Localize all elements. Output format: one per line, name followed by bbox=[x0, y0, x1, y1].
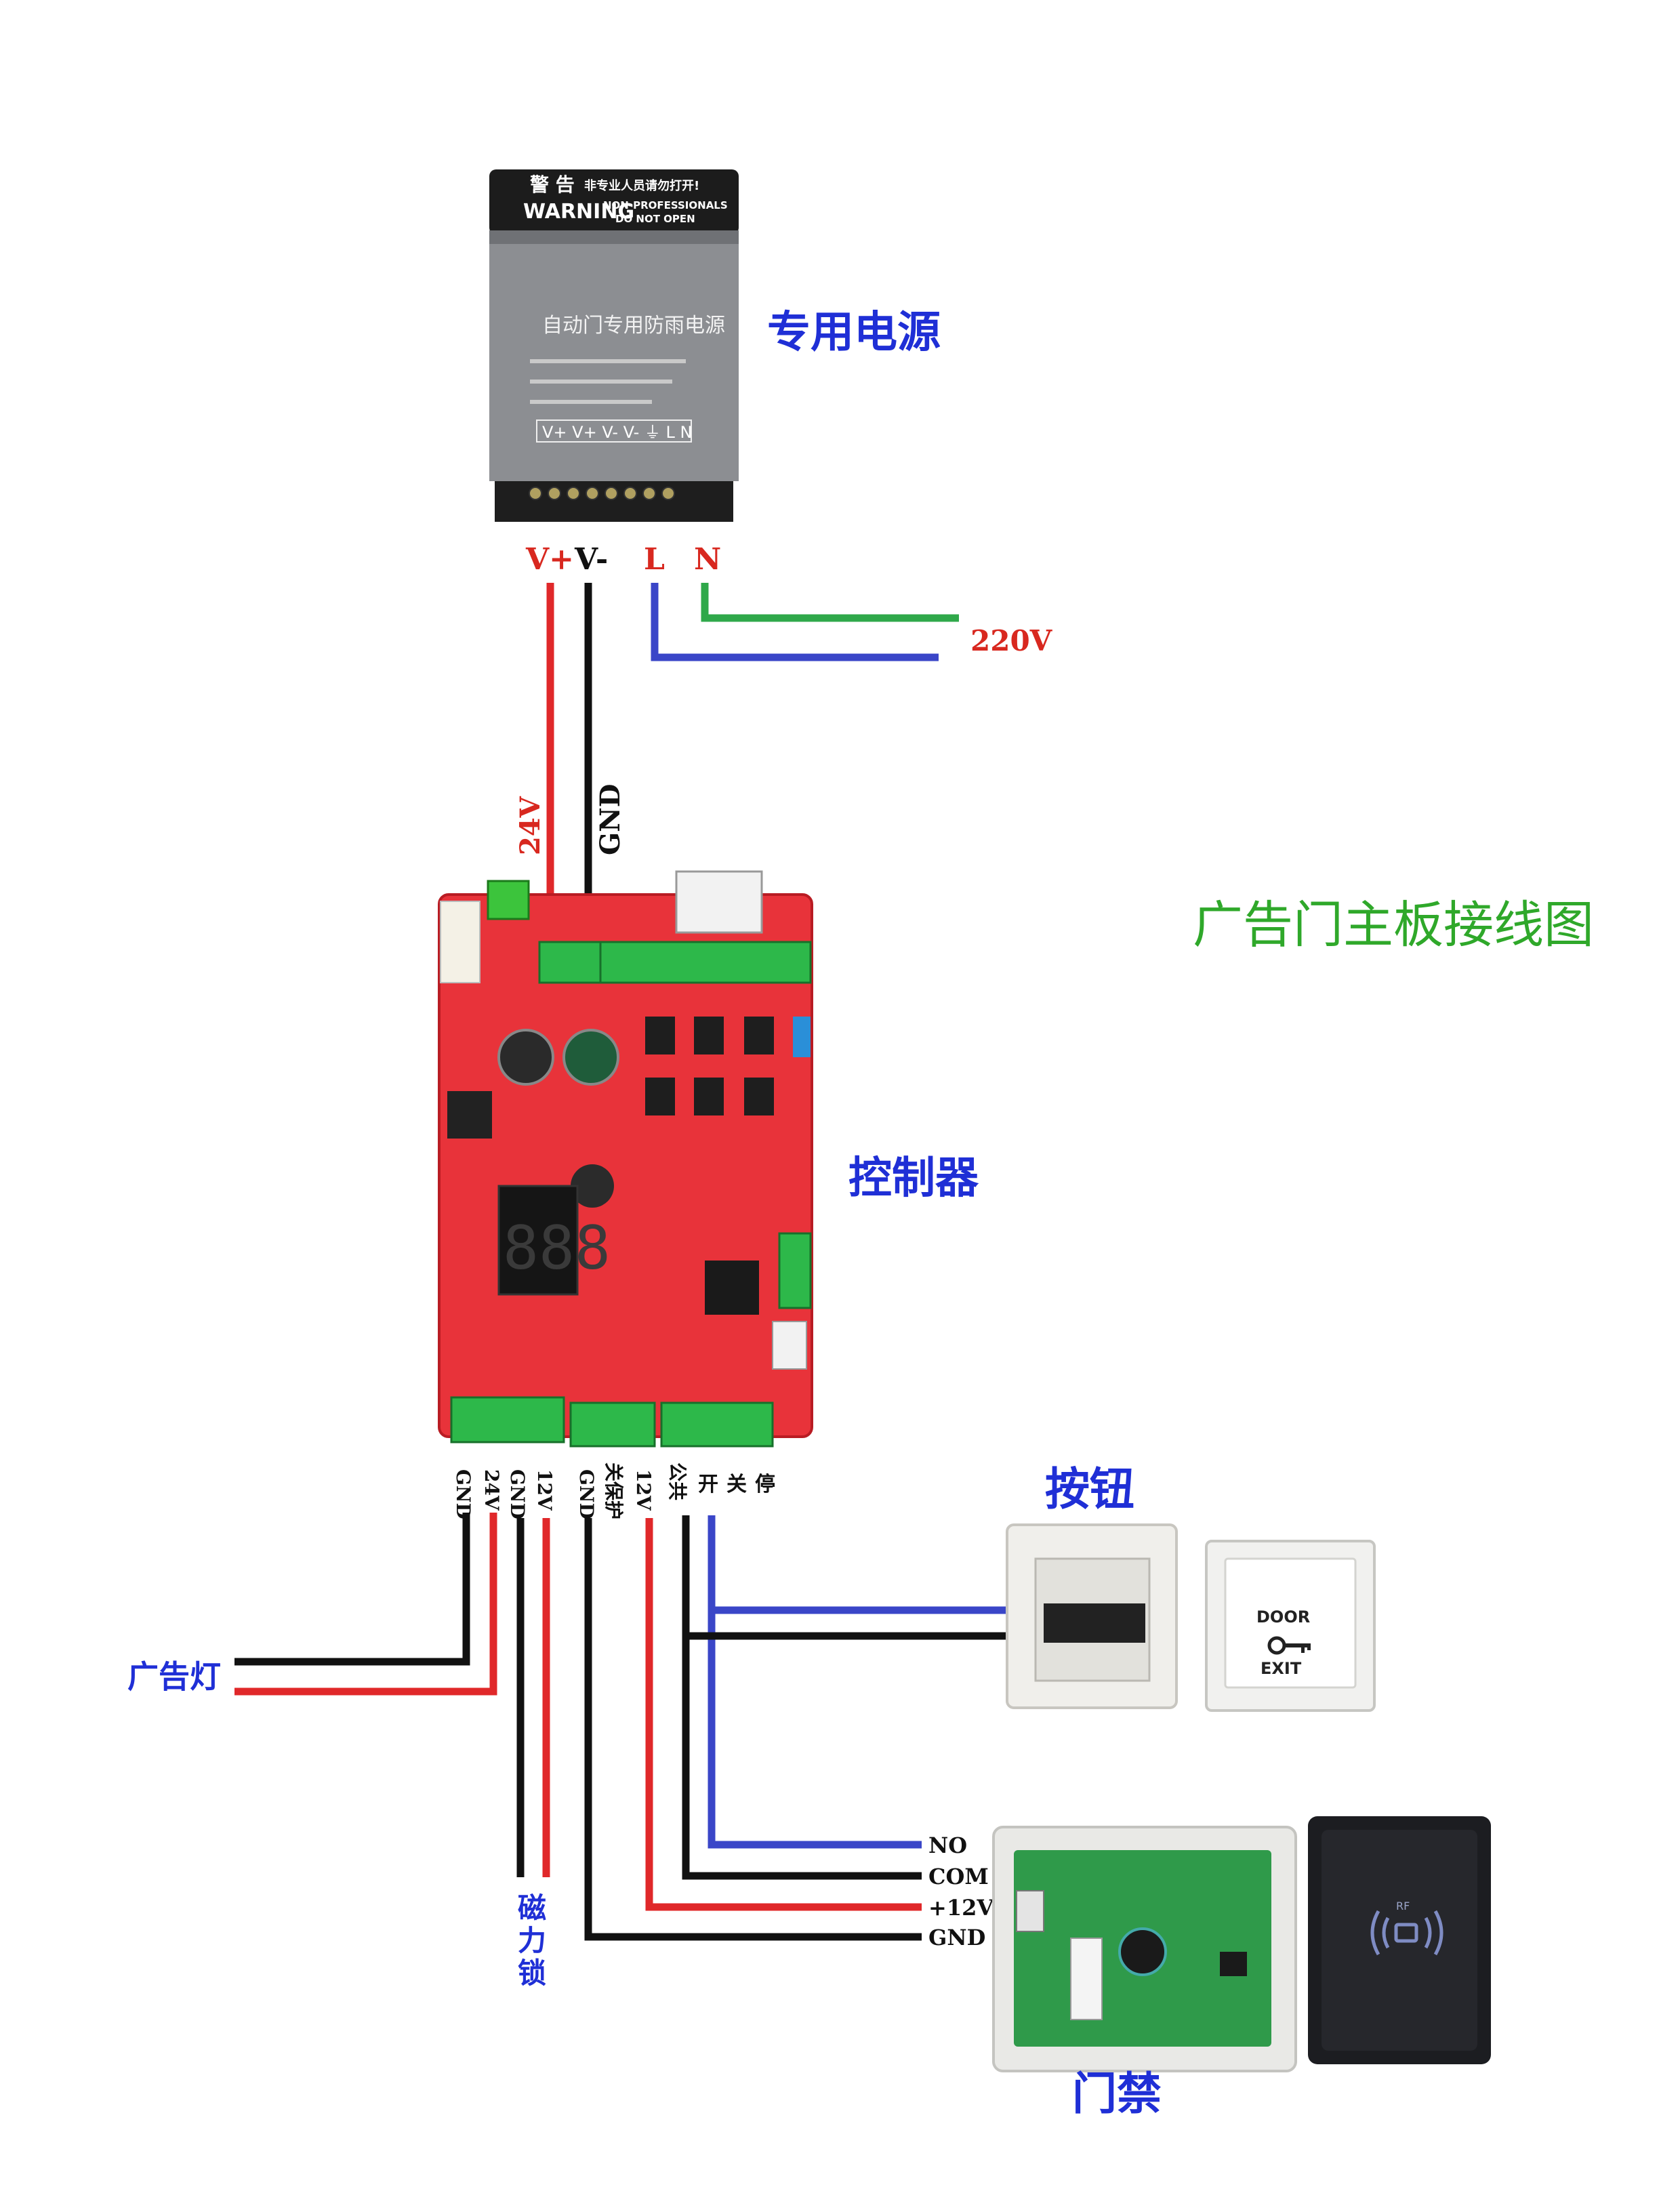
controller-label: 控制器 bbox=[848, 1153, 979, 1204]
wire-access-12v bbox=[645, 1518, 922, 1911]
terminal-label-close-protect: 关保护 bbox=[602, 1462, 625, 1519]
controller-input-24v-label: 24V bbox=[514, 796, 546, 855]
button-front-push bbox=[1224, 1557, 1357, 1689]
psu-spec-line-1 bbox=[530, 359, 686, 363]
button-exit-text: EXIT bbox=[1261, 1659, 1302, 1678]
pcb-side-white-connector bbox=[772, 1321, 807, 1370]
terminal-label-close: 关 bbox=[726, 1473, 747, 1496]
reader-rf-text: RF bbox=[1396, 1900, 1410, 1912]
power-supply: 警 告 非专业人员请勿打开! WARNING NON-PROFESSIONALS… bbox=[489, 169, 739, 522]
ad-light-label: 广告灯 bbox=[127, 1658, 221, 1695]
controller-board: 888 bbox=[438, 870, 813, 1448]
terminal-label-stop: 停 bbox=[755, 1473, 775, 1496]
psu-screws bbox=[529, 487, 675, 500]
psu-terminal-l: L bbox=[644, 542, 665, 577]
psu-warning-en-note2: DO NOT OPEN bbox=[615, 213, 695, 225]
pcb-white-molex bbox=[675, 870, 763, 934]
wire-access-com bbox=[682, 1515, 922, 1880]
pcb-capacitor-2 bbox=[562, 1029, 619, 1086]
pcb-7seg-display bbox=[497, 1185, 579, 1296]
pcb-fuse-holder bbox=[440, 901, 480, 983]
mag-lock-label-1: 磁 bbox=[518, 1891, 546, 1925]
pcb-dip-switch bbox=[793, 1017, 811, 1057]
psu-terminal-vminus: V- bbox=[574, 542, 608, 577]
terminal-label-gnd-1: GND bbox=[452, 1469, 474, 1519]
wire-n-green bbox=[701, 583, 959, 622]
key-icon bbox=[1267, 1636, 1311, 1655]
pcb-bottom-terminal-1 bbox=[450, 1396, 565, 1443]
pcb-mcu bbox=[705, 1261, 759, 1315]
pcb-side-terminal bbox=[778, 1232, 812, 1309]
wire-l-blue bbox=[651, 583, 939, 661]
mag-lock-label-2: 力 bbox=[518, 1924, 546, 1957]
psu-label: 专用电源 bbox=[767, 308, 941, 358]
pcb-inductor bbox=[447, 1091, 492, 1139]
pcb-display-digits: 888 bbox=[503, 1213, 611, 1283]
exit-button-back bbox=[1006, 1523, 1178, 1709]
psu-warning-cn: 警 告 bbox=[530, 173, 575, 196]
access-chip bbox=[1220, 1952, 1247, 1976]
psu-warning-cap bbox=[489, 169, 739, 234]
pcb-bottom-terminal-3 bbox=[660, 1401, 774, 1448]
pcb-input-terminal bbox=[538, 941, 609, 984]
access-terminal-no: NO bbox=[928, 1832, 967, 1858]
controller-input-gnd-label: GND bbox=[594, 784, 626, 855]
wire-access-gnd bbox=[584, 1518, 922, 1941]
button-label: 按钮 bbox=[1045, 1463, 1134, 1515]
wire-access-no bbox=[708, 1515, 922, 1849]
pcb-mosfets bbox=[645, 1017, 774, 1115]
terminal-label-gnd-3: GND bbox=[575, 1469, 598, 1519]
diagram-title: 广告门主板接线图 bbox=[1193, 896, 1594, 954]
access-relay bbox=[1016, 1890, 1044, 1932]
pcb-motor-terminal bbox=[599, 941, 812, 984]
psu-body bbox=[489, 230, 739, 481]
mains-220v-label: 220V bbox=[970, 624, 1053, 657]
psu-body-shadow bbox=[489, 230, 739, 244]
access-header bbox=[1070, 1938, 1103, 2020]
psu-spec-line-2 bbox=[530, 380, 672, 384]
controller-bottom-terminal-labels: GND 24V GND 12V GND 关保护 12V 公共 开 关 停 bbox=[452, 1462, 775, 1519]
psu-terminal-legend bbox=[536, 419, 692, 443]
rfid-waves-icon bbox=[1370, 1910, 1443, 1956]
button-back-terminal bbox=[1044, 1603, 1145, 1643]
exit-button-front: DOOR EXIT bbox=[1205, 1540, 1376, 1712]
psu-spec-line-3 bbox=[530, 400, 652, 404]
psu-product-name: 自动门专用防雨电源 bbox=[542, 314, 725, 337]
psu-terminal-vplus: V+ bbox=[525, 542, 574, 577]
psu-warning-en-note1: NON-PROFESSIONALS bbox=[603, 199, 728, 211]
card-reader: RF bbox=[1308, 1816, 1491, 2064]
access-controller-board bbox=[992, 1826, 1297, 2072]
wire-adlight-gnd bbox=[234, 1513, 470, 1666]
mag-lock-label-3: 锁 bbox=[518, 1957, 546, 1990]
access-coil bbox=[1118, 1927, 1167, 1976]
pcb-bottom-terminal-2 bbox=[569, 1401, 656, 1448]
terminal-label-open: 开 bbox=[698, 1473, 718, 1496]
terminal-label-common: 公共 bbox=[666, 1462, 689, 1500]
terminal-label-12v-1: 12V bbox=[533, 1469, 556, 1511]
pcb-capacitor-1 bbox=[497, 1029, 554, 1086]
psu-terminal-n: N bbox=[694, 542, 721, 577]
access-terminal-12v: +12V bbox=[928, 1895, 994, 1921]
psu-warning-en: WARNING bbox=[523, 200, 634, 224]
psu-terminal-strip-label: V+ V+ V- V- ⏚ L N bbox=[542, 423, 693, 442]
terminal-label-24v: 24V bbox=[480, 1469, 503, 1511]
pcb-buzzer bbox=[571, 1164, 614, 1208]
access-terminal-com: COM bbox=[928, 1864, 989, 1889]
button-door-text: DOOR bbox=[1256, 1607, 1310, 1626]
wire-adlight-24v bbox=[234, 1513, 497, 1696]
psu-warning-note: 非专业人员请勿打开! bbox=[584, 178, 699, 193]
terminal-label-gnd-2: GND bbox=[506, 1469, 529, 1519]
access-terminal-gnd: GND bbox=[928, 1925, 985, 1950]
terminal-label-12v-2: 12V bbox=[632, 1469, 655, 1511]
pcb-small-green-connector bbox=[487, 880, 530, 920]
access-label: 门禁 bbox=[1072, 2068, 1162, 2120]
